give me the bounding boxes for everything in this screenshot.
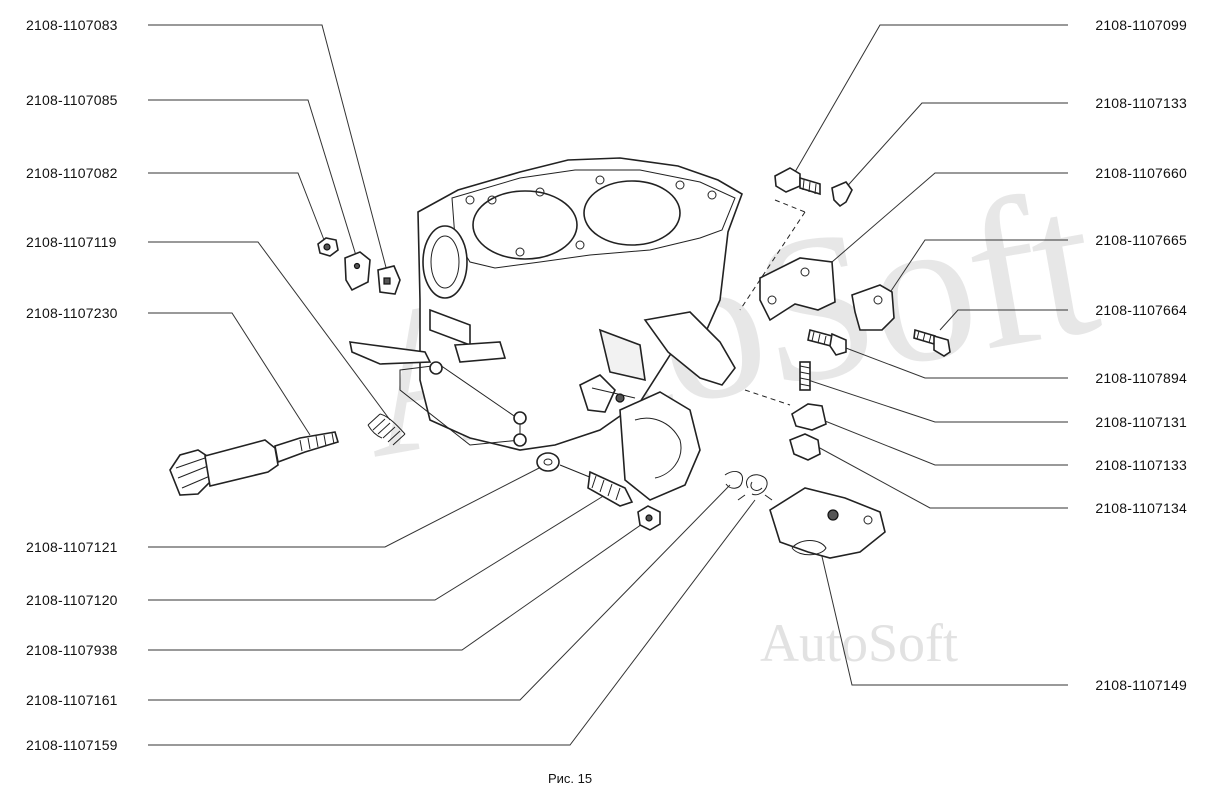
part-label-2108-1107938: 2108-1107938 (26, 642, 118, 658)
bore-primary (472, 190, 578, 260)
leader-line-2108-1107159 (148, 499, 756, 746)
part-label-2108-1107161: 2108-1107161 (26, 692, 118, 708)
leader-line-2108-1107119 (148, 241, 391, 421)
assembly-guides (739, 199, 806, 406)
part-label-2108-1107083: 2108-1107083 (26, 17, 118, 33)
leader-line-2108-1107230 (148, 312, 311, 436)
bore-secondary (583, 180, 681, 246)
part-label-2108-1107133-top: 2108-1107133 (1095, 95, 1187, 111)
part-label-2108-1107131: 2108-1107131 (1095, 414, 1187, 430)
leader-line-2108-1107149 (819, 547, 1068, 686)
part-label-2108-1107099: 2108-1107099 (1095, 17, 1187, 33)
part-needle-2108-1107120 (559, 464, 634, 507)
leader-line-2108-1107133-bottom (809, 414, 1068, 466)
part-screw-2108-1107894 (807, 329, 847, 356)
figure-caption: Рис. 15 (548, 771, 593, 786)
part-label-2108-1107149: 2108-1107149 (1095, 677, 1187, 693)
part-plate-2108-1107085 (344, 251, 371, 292)
part-bracket-2108-1107665 (851, 284, 895, 331)
part-pin-2108-1107131 (799, 361, 811, 391)
part-washer-2108-1107121 (536, 452, 560, 472)
part-screw-2108-1107099 (774, 167, 821, 196)
part-label-2108-1107664: 2108-1107664 (1095, 302, 1187, 318)
leader-line-2108-1107082 (148, 172, 327, 246)
part-label-2108-1107159: 2108-1107159 (26, 737, 118, 753)
part-label-2108-1107660: 2108-1107660 (1095, 165, 1187, 181)
part-label-2108-1107133-bottom: 2108-1107133 (1095, 457, 1187, 473)
part-label-2108-1107230: 2108-1107230 (26, 305, 118, 321)
small-parts (169, 167, 951, 559)
part-screw-2108-1107230 (169, 431, 339, 496)
leader-line-2108-1107083 (148, 24, 389, 276)
part-clip-2108-1107161 (724, 471, 744, 489)
leader-line-2108-1107133-top (841, 102, 1068, 193)
part-label-2108-1107120: 2108-1107120 (26, 592, 118, 608)
leader-line-2108-1107665 (884, 239, 1068, 301)
leader-line-2108-1107099 (794, 24, 1068, 173)
part-spring-2108-1107159 (737, 474, 773, 501)
part-label-2108-1107134: 2108-1107134 (1095, 500, 1187, 516)
carburetor-body (348, 157, 743, 501)
leader-line-2108-1107161 (148, 484, 731, 701)
part-bracket-2108-1107660 (759, 257, 836, 322)
leader-line-2108-1107131 (807, 379, 1068, 423)
leader-line-2108-1107660 (831, 172, 1068, 263)
leader-line-2108-1107120 (148, 494, 606, 601)
leader-line-2108-1107938 (148, 521, 646, 651)
part-spring-2108-1107119 (367, 413, 406, 446)
leader-lines-right (794, 24, 1068, 686)
part-bracket-2108-1107133-bottom (791, 403, 827, 431)
leader-lines-left (148, 24, 756, 746)
part-label-2108-1107085: 2108-1107085 (26, 92, 118, 108)
leader-line-2108-1107664 (939, 309, 1068, 331)
part-label-2108-1107082: 2108-1107082 (26, 165, 118, 181)
part-label-2108-1107894: 2108-1107894 (1095, 370, 1187, 386)
leader-line-2108-1107134 (817, 446, 1068, 509)
part-label-2108-1107119: 2108-1107119 (26, 234, 117, 250)
part-label-2108-1107121: 2108-1107121 (26, 539, 118, 555)
part-bracket-2108-1107133-top (831, 181, 853, 208)
part-screw-2108-1107664 (913, 328, 951, 357)
part-lever-2108-1107149 (769, 487, 886, 559)
part-bushing-2108-1107134 (789, 433, 821, 461)
part-label-2108-1107665: 2108-1107665 (1095, 232, 1187, 248)
leader-line-2108-1107121 (148, 464, 546, 548)
leader-line-2108-1107085 (148, 99, 359, 263)
leader-line-2108-1107894 (837, 344, 1068, 379)
